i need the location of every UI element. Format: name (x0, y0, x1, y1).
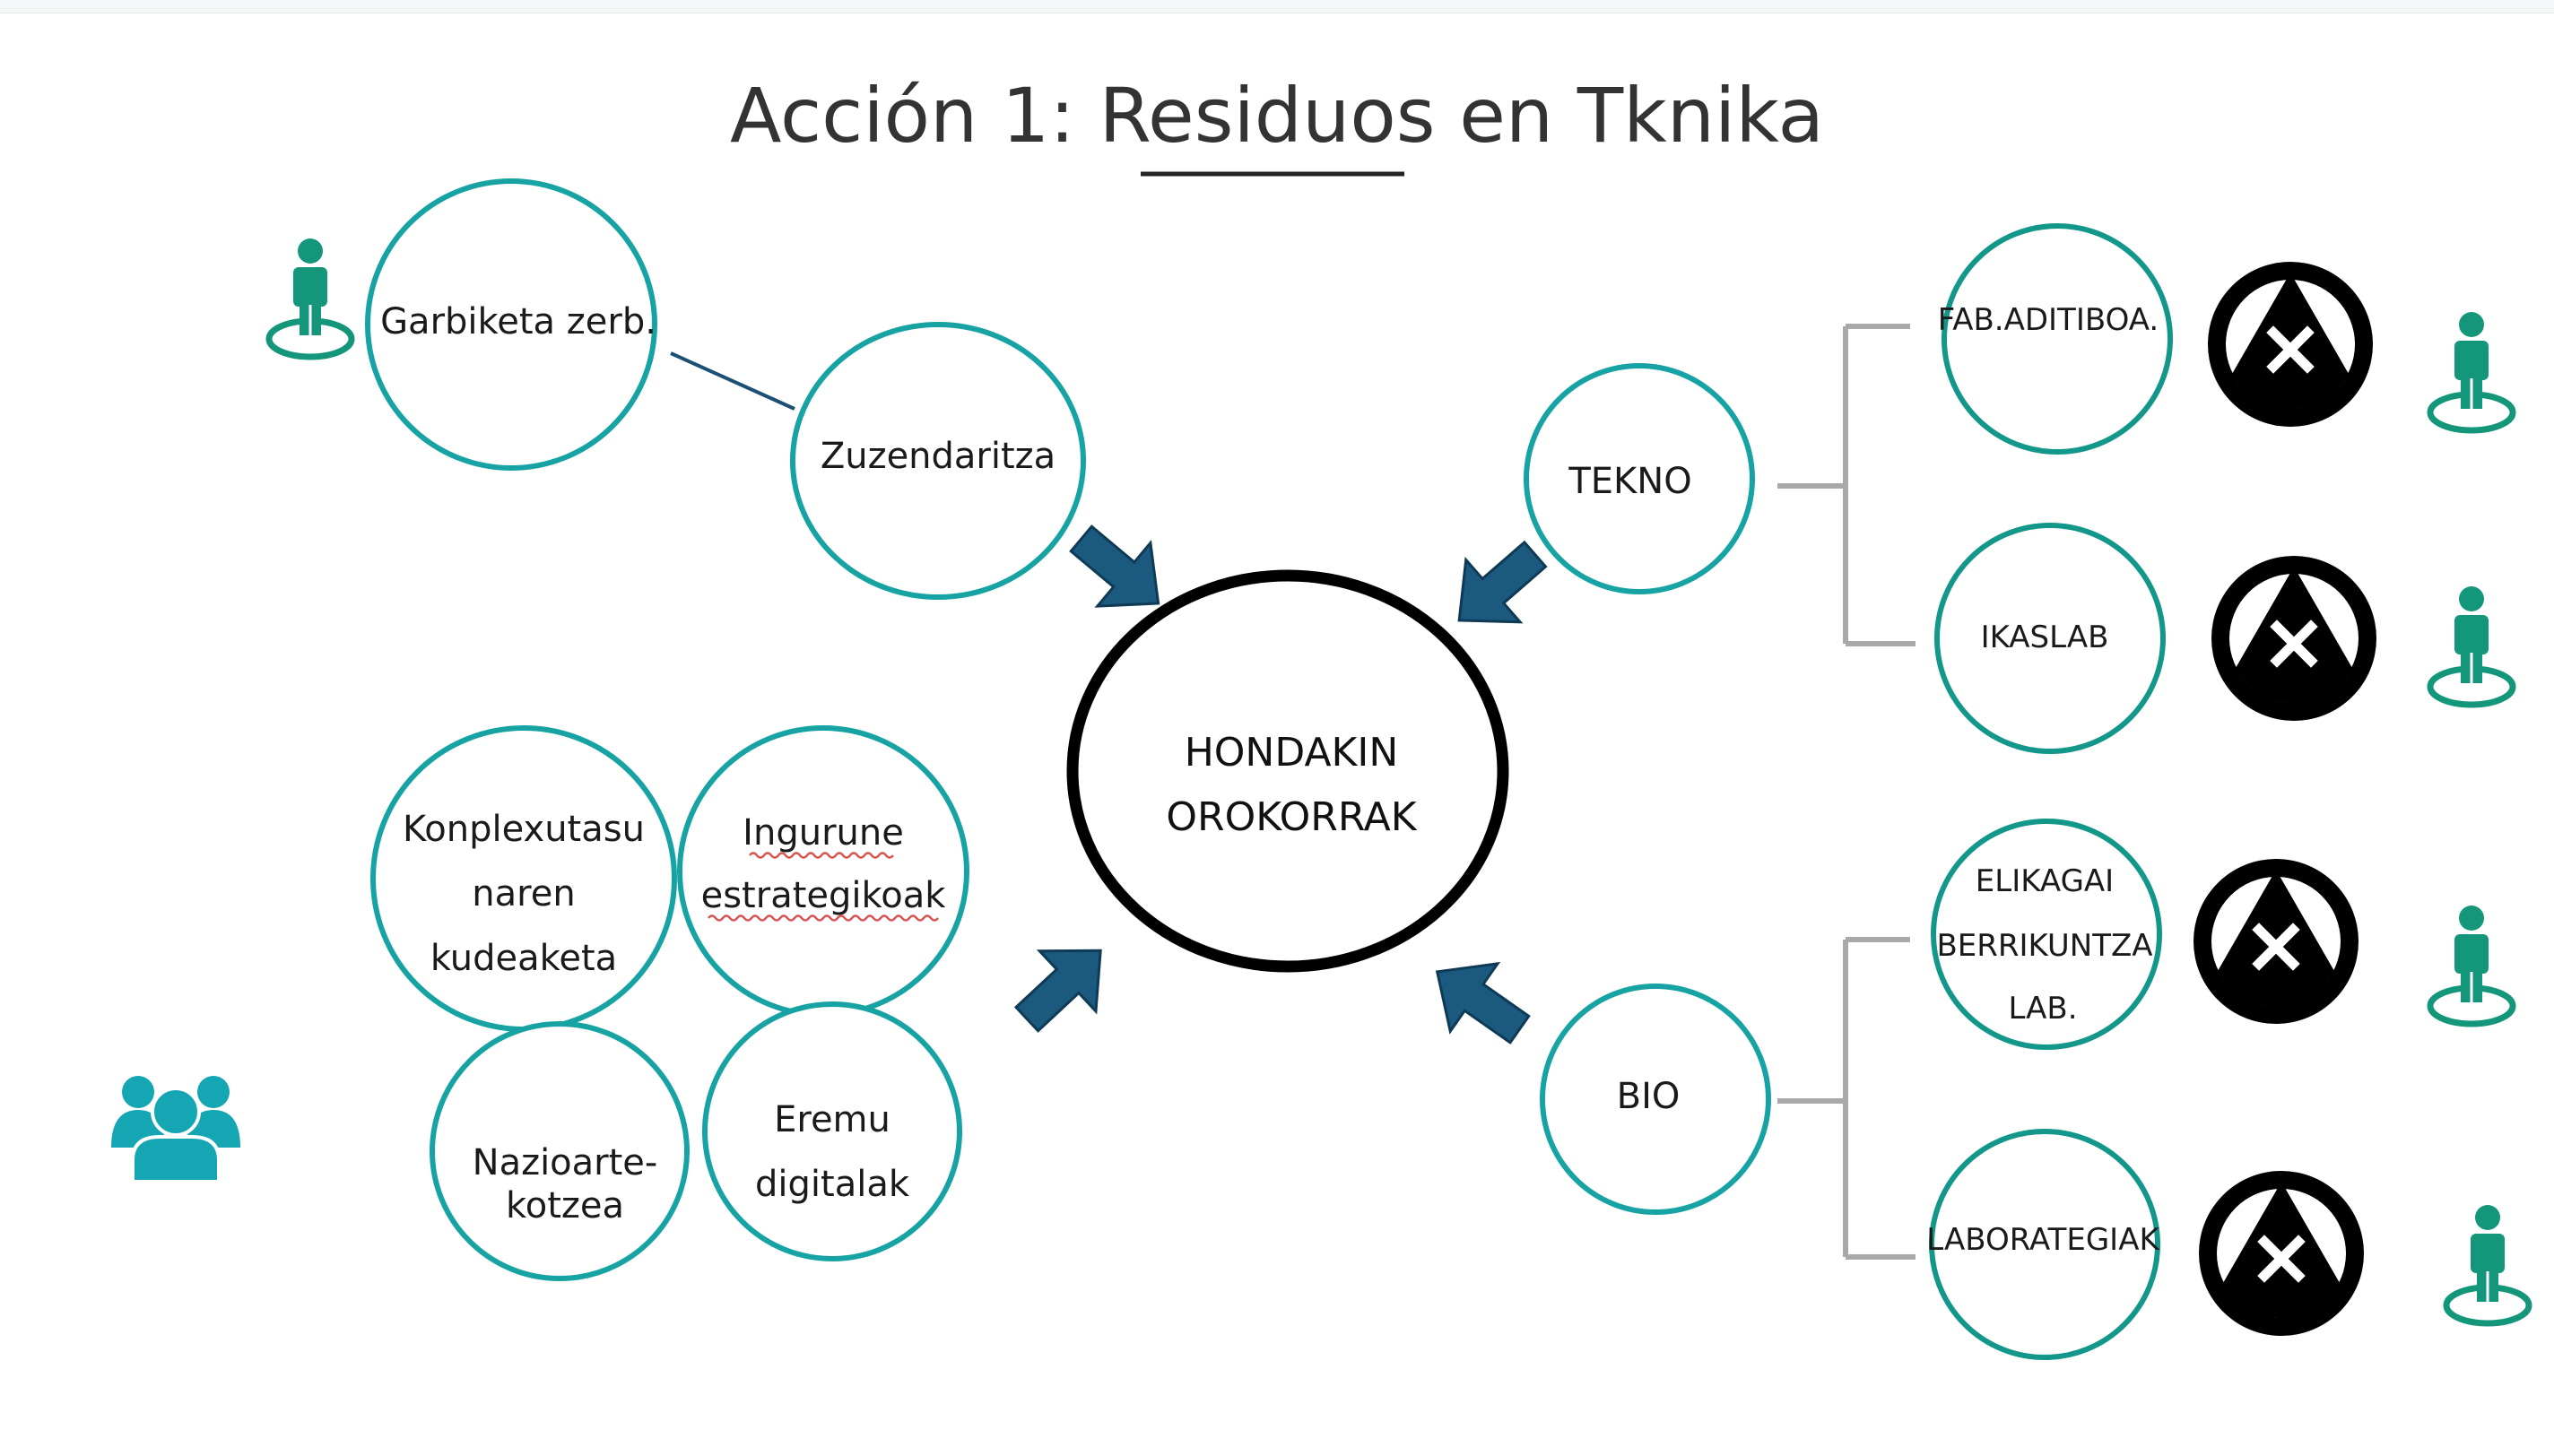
node-nazioartekotzea-line2: kotzea (506, 1185, 624, 1226)
center-label-line2: OROKORRAK (1166, 794, 1417, 840)
node-elikagai-line2: BERRIKUNTZA (1936, 928, 2152, 964)
garbiketa-connector (670, 351, 795, 411)
hazard-x-icon (2208, 262, 2373, 427)
node-laborategiak: LABORATEGIAK (1926, 1129, 2160, 1360)
arrow-from-bio (1412, 936, 1545, 1065)
node-ingurune-line2: estrategikoak (701, 875, 947, 916)
person-standing-icon (2430, 586, 2513, 705)
node-tekno: TEKNO (1524, 363, 1755, 594)
node-konplexutasuna-line2: naren (472, 873, 575, 914)
hazard-x-icon (2193, 859, 2359, 1024)
tekno-bracket (1777, 324, 1916, 646)
node-garbiketa-label: Garbiketa zerb. (380, 301, 656, 342)
center-label-line1: HONDAKIN (1185, 730, 1399, 776)
arrow-from-strategic-group (997, 919, 1131, 1051)
node-nazioartekotzea-line1: Nazioarte- (473, 1142, 658, 1183)
node-elikagai-line3: LAB. (2008, 991, 2077, 1027)
node-laborategiak-label: LABORATEGIAK (1926, 1222, 2160, 1258)
spellcheck-underline (749, 852, 894, 859)
spellcheck-underline (708, 914, 939, 922)
node-tekno-label: TEKNO (1568, 461, 1691, 502)
person-standing-icon (2430, 906, 2513, 1024)
node-eremu-line2: digitalak (755, 1164, 910, 1205)
node-zuzendaritza-label: Zuzendaritza (821, 436, 1055, 477)
node-ikaslab: IKASLAB (1934, 523, 2166, 754)
node-ingurune-line1: Ingurune (743, 812, 904, 854)
node-bio-label: BIO (1617, 1076, 1681, 1117)
node-nazioartekotzea: Nazioarte- kotzea (430, 1021, 690, 1281)
node-konplexutasuna-line3: kudeaketa (430, 938, 617, 979)
arrow-from-tekno (1430, 522, 1564, 654)
node-bio: BIO (1540, 984, 1771, 1215)
node-konplexutasuna-line1: Konplexutasu (403, 809, 645, 850)
page-title: Acción 1: Residuos en Tknika (730, 72, 1824, 160)
node-fab-aditiboa: FAB.ADITIBOA. (1938, 223, 2173, 455)
person-standing-icon (2446, 1205, 2529, 1323)
hazard-x-icon (2211, 556, 2376, 721)
node-eremu: Eremu digitalak (702, 1001, 962, 1261)
top-bar (0, 0, 2554, 13)
people-group-icon (111, 1076, 240, 1183)
node-fab-label: FAB.ADITIBOA. (1938, 302, 2159, 338)
node-elikagai-line1: ELIKAGAI (1976, 863, 2114, 899)
node-garbiketa: Garbiketa zerb. (365, 178, 657, 471)
person-standing-icon (2430, 312, 2513, 430)
hazard-x-icon (2199, 1171, 2364, 1336)
node-konplexutasuna: Konplexutasu naren kudeaketa (370, 725, 677, 1032)
node-eremu-line1: Eremu (774, 1099, 890, 1140)
person-standing-icon (269, 238, 352, 357)
center-node: HONDAKIN OROKORRAK (1066, 569, 1509, 973)
node-elikagai: ELIKAGAI BERRIKUNTZA LAB. (1931, 819, 2162, 1050)
node-ingurune: Ingurune estrategikoak (677, 725, 969, 1018)
node-ikaslab-label: IKASLAB (1981, 620, 2109, 655)
bio-bracket (1777, 937, 1916, 1260)
node-zuzendaritza: Zuzendaritza (790, 322, 1086, 600)
